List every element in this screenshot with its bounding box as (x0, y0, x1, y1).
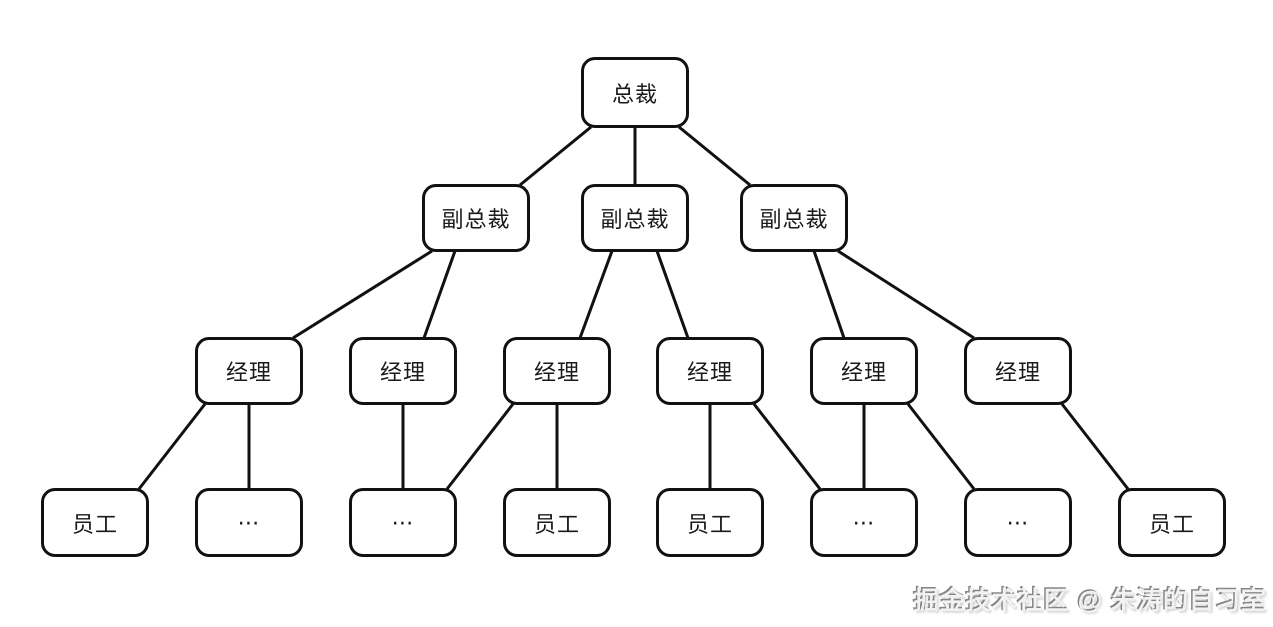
edge-president-to-vp-1 (519, 125, 592, 187)
edge-manager-6-to-employee-4 (1060, 403, 1130, 490)
edge-vp-1-to-manager-2 (422, 250, 457, 339)
node-ellipsis-2: ⋯ (349, 488, 457, 557)
node-employee-3: 员工 (656, 488, 764, 557)
node-manager-6: 经理 (964, 337, 1072, 405)
node-label-vp-2: 副总裁 (600, 207, 670, 232)
node-label-employee-3: 员工 (686, 511, 733, 537)
node-label-president: 总裁 (611, 81, 658, 107)
edge-manager-4-to-ellipsis-3 (752, 403, 822, 490)
node-employee-4: 员工 (1118, 488, 1226, 557)
node-label-manager-6: 经理 (994, 360, 1041, 385)
node-label-ellipsis-1: ⋯ (237, 509, 261, 535)
node-vp-1: 副总裁 (422, 184, 530, 252)
node-employee-1: 员工 (41, 488, 149, 557)
node-label-ellipsis-3: ⋯ (852, 509, 876, 535)
edge-vp-3-to-manager-5 (812, 250, 846, 339)
node-ellipsis-4: ⋯ (964, 488, 1072, 557)
node-ellipsis-1: ⋯ (195, 488, 303, 557)
node-manager-5: 经理 (810, 337, 918, 405)
node-ellipsis-3: ⋯ (810, 488, 918, 557)
node-label-manager-2: 经理 (379, 360, 426, 385)
node-label-manager-4: 经理 (686, 360, 733, 385)
node-label-manager-3: 经理 (533, 360, 580, 385)
node-label-manager-5: 经理 (840, 360, 887, 385)
edge-vp-1-to-manager-1 (292, 249, 433, 340)
node-vp-2: 副总裁 (581, 184, 689, 252)
node-label-employee-2: 员工 (533, 511, 580, 537)
node-label-ellipsis-4: ⋯ (1006, 509, 1030, 535)
node-vp-3: 副总裁 (740, 184, 848, 252)
edge-vp-3-to-manager-6 (837, 249, 975, 340)
node-manager-4: 经理 (656, 337, 764, 405)
edge-manager-5-to-ellipsis-4 (906, 403, 976, 490)
node-label-vp-3: 副总裁 (759, 207, 829, 232)
edge-vp-2-to-manager-3 (578, 250, 614, 339)
node-label-vp-1: 副总裁 (441, 207, 511, 232)
edge-vp-2-to-manager-4 (655, 250, 690, 339)
node-label-employee-4: 员工 (1148, 511, 1195, 537)
node-employee-2: 员工 (503, 488, 611, 557)
node-label-ellipsis-2: ⋯ (391, 509, 415, 535)
edge-manager-1-to-employee-1 (137, 403, 207, 490)
watermark: 掘金技术社区 @ 朱涛的自习室 (913, 587, 1267, 615)
node-manager-3: 经理 (503, 337, 611, 405)
edge-manager-3-to-ellipsis-2 (445, 403, 515, 490)
node-manager-2: 经理 (349, 337, 457, 405)
node-manager-1: 经理 (195, 337, 303, 405)
edge-president-to-vp-3 (678, 125, 751, 187)
node-label-employee-1: 员工 (71, 511, 118, 537)
node-label-manager-1: 经理 (225, 360, 272, 385)
node-president: 总裁 (581, 57, 689, 128)
